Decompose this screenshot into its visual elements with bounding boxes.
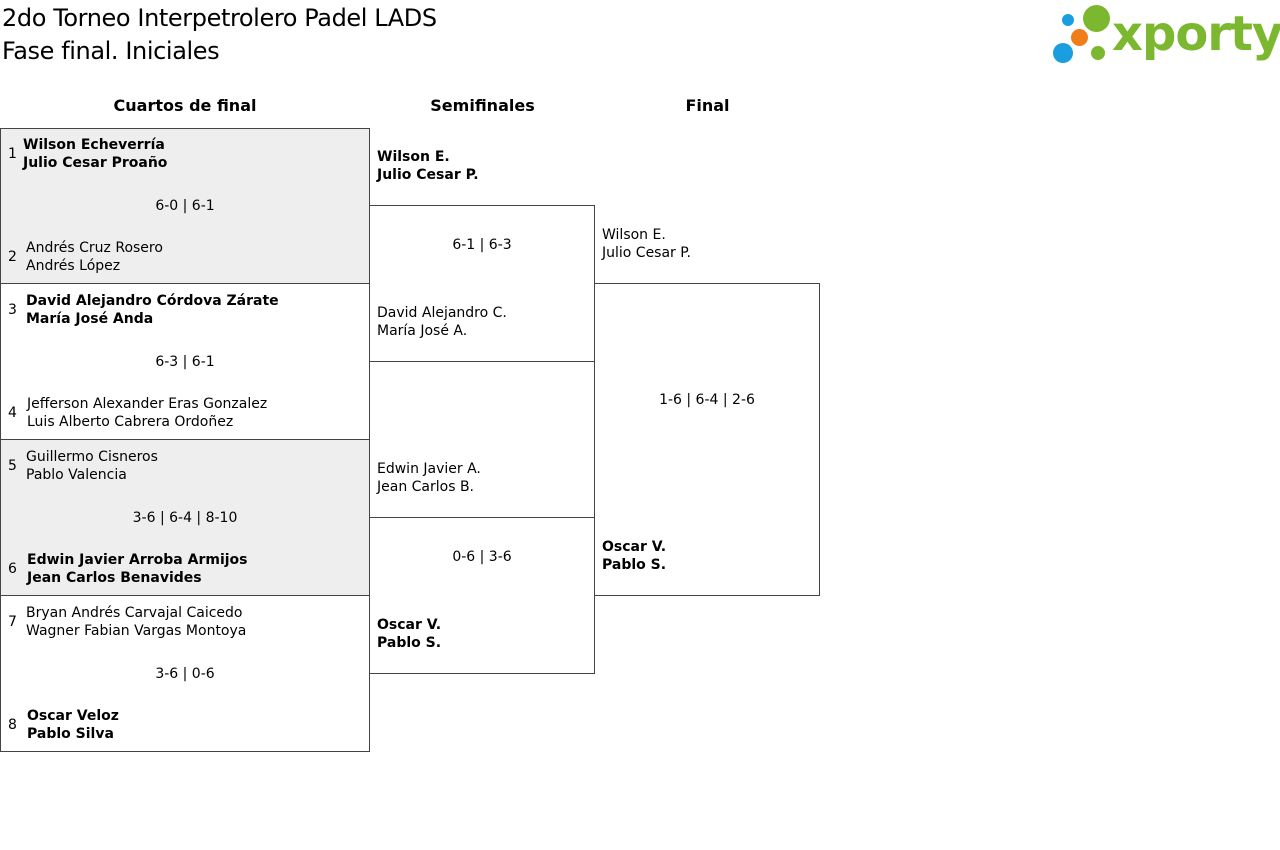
round-header-quarterfinals: Cuartos de final (113, 96, 257, 115)
team-1: Wilson Echeverría Julio Cesar Proaño (23, 136, 167, 172)
final-match[interactable]: 1-6 | 6-4 | 2-6 Oscar V. Pablo S. (594, 283, 820, 596)
quarterfinal-match-1[interactable]: 1 Wilson Echeverría Julio Cesar Proaño 6… (0, 128, 370, 284)
player-name: Bryan Andrés Carvajal Caicedo (26, 605, 243, 621)
seed-number: 7 (8, 614, 17, 630)
team-7: Bryan Andrés Carvajal Caicedo Wagner Fab… (26, 604, 246, 640)
player-name: Jefferson Alexander Eras Gonzalez (27, 396, 268, 412)
match-score: 0-6 | 3-6 (452, 549, 512, 565)
player-name: Oscar V. (602, 539, 667, 555)
player-name: David Alejandro C. (377, 305, 507, 321)
quarterfinal-match-3[interactable]: 5 Guillermo Cisneros Pablo Valencia 3-6 … (0, 439, 370, 596)
player-name: Wagner Fabian Vargas Montoya (26, 623, 247, 639)
player-name: Julio Cesar Proaño (23, 155, 168, 171)
logo-dot-green-small (1091, 46, 1105, 60)
match-score: 6-0 | 6-1 (155, 198, 215, 214)
team-3: David Alejandro Córdova Zárate María Jos… (26, 292, 279, 328)
player-name: Oscar Veloz (27, 708, 119, 724)
semifinal-match-1[interactable]: 6-1 | 6-3 David Alejandro C. María José … (369, 205, 595, 362)
xporty-logo[interactable]: xporty (1050, 0, 1280, 70)
tournament-title: 2do Torneo Interpetrolero Padel LADS (2, 4, 437, 32)
logo-dot-green (1083, 5, 1110, 32)
player-name: Oscar V. (377, 617, 442, 633)
player-name: Pablo Silva (27, 726, 114, 742)
match-score: 3-6 | 6-4 | 8-10 (132, 510, 238, 526)
team-8: Oscar Veloz Pablo Silva (27, 707, 119, 743)
logo-dot-blue-large (1053, 43, 1073, 63)
seed-number: 5 (8, 458, 17, 474)
player-name: Guillermo Cisneros (26, 449, 158, 465)
seed-number: 1 (8, 146, 17, 162)
player-name: Julio Cesar P. (602, 245, 691, 261)
player-name: Andrés López (26, 258, 121, 274)
player-name: Edwin Javier Arroba Armijos (27, 552, 248, 568)
round-header-semifinals: Semifinales (430, 96, 535, 115)
player-name: María José A. (377, 323, 468, 339)
match-score: 3-6 | 0-6 (155, 666, 215, 682)
match-score: 1-6 | 6-4 | 2-6 (659, 392, 755, 408)
player-name: Jean Carlos B. (377, 479, 475, 495)
seed-number: 8 (8, 717, 17, 733)
logo-dot-blue (1062, 14, 1074, 26)
semifinal-2-team-top: Edwin Javier A. Jean Carlos B. (377, 460, 481, 496)
player-name: María José Anda (26, 311, 154, 327)
player-name: Jean Carlos Benavides (27, 570, 202, 586)
semifinal-match-2[interactable]: 0-6 | 3-6 Oscar V. Pablo S. (369, 517, 595, 674)
player-name: Julio Cesar P. (377, 167, 479, 183)
semifinal-1-team-bottom: David Alejandro C. María José A. (377, 304, 507, 340)
player-name: Edwin Javier A. (377, 461, 481, 477)
final-team-bottom: Oscar V. Pablo S. (602, 538, 666, 574)
seed-number: 3 (8, 302, 17, 318)
logo-dot-orange (1071, 29, 1088, 46)
player-name: Pablo Valencia (26, 467, 127, 483)
team-6: Edwin Javier Arroba Armijos Jean Carlos … (27, 551, 248, 587)
seed-number: 6 (8, 561, 17, 577)
logo-text: xporty (1112, 6, 1280, 62)
quarterfinal-match-2[interactable]: 3 David Alejandro Córdova Zárate María J… (0, 283, 370, 440)
player-name: David Alejandro Córdova Zárate (26, 293, 279, 309)
team-5: Guillermo Cisneros Pablo Valencia (26, 448, 158, 484)
team-4: Jefferson Alexander Eras Gonzalez Luis A… (27, 395, 267, 431)
round-header-final: Final (685, 96, 730, 115)
match-score: 6-1 | 6-3 (452, 237, 512, 253)
player-name: Pablo S. (377, 635, 442, 651)
player-name: Andrés Cruz Rosero (26, 240, 163, 256)
match-score: 6-3 | 6-1 (155, 354, 215, 370)
tournament-subtitle: Fase final. Iniciales (2, 37, 220, 65)
player-name: Pablo S. (602, 557, 667, 573)
team-2: Andrés Cruz Rosero Andrés López (26, 239, 163, 275)
seed-number: 4 (8, 405, 17, 421)
semifinal-2-team-bottom: Oscar V. Pablo S. (377, 616, 441, 652)
player-name: Wilson Echeverría (23, 137, 165, 153)
semifinal-1-team-top: Wilson E. Julio Cesar P. (377, 148, 479, 184)
player-name: Luis Alberto Cabrera Ordoñez (27, 414, 234, 430)
final-team-top: Wilson E. Julio Cesar P. (602, 226, 691, 262)
player-name: Wilson E. (602, 227, 666, 243)
seed-number: 2 (8, 249, 17, 265)
player-name: Wilson E. (377, 149, 450, 165)
quarterfinal-match-4[interactable]: 7 Bryan Andrés Carvajal Caicedo Wagner F… (0, 595, 370, 752)
